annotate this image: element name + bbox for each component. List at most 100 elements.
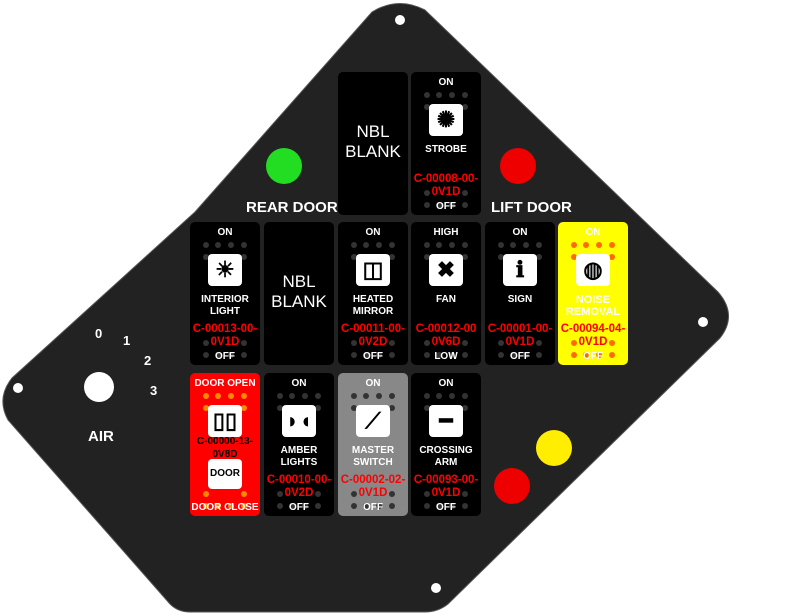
- top-label: ON: [365, 227, 381, 238]
- led-dot: [363, 352, 369, 358]
- crossing-arm-icon: ━: [429, 405, 463, 437]
- air-knob: [84, 372, 114, 402]
- led-dot: [289, 503, 295, 509]
- led-dot: [203, 393, 209, 399]
- led-dot: [536, 340, 542, 346]
- led-dot: [315, 503, 321, 509]
- top-label: ON: [585, 227, 601, 238]
- led-dot: [449, 393, 455, 399]
- led-dot: [241, 503, 247, 509]
- led-dot: [424, 190, 430, 196]
- led-dot: [351, 254, 357, 260]
- switch-nbl-blank-mid[interactable]: NBL BLANK: [264, 222, 334, 365]
- rear-door-indicator-green: [266, 148, 302, 184]
- led-dot: [462, 503, 468, 509]
- part-code: C-00011-00-0V2D: [341, 323, 405, 348]
- led-dot: [203, 491, 209, 497]
- led-dot: [571, 352, 577, 358]
- led-dot: [449, 92, 455, 98]
- led-dot: [571, 242, 577, 248]
- led-dot: [241, 393, 247, 399]
- part-code: C-00093-00-0V1D: [413, 474, 479, 499]
- led-dot: [510, 352, 516, 358]
- led-dot: [203, 503, 209, 509]
- led-dot: [462, 242, 468, 248]
- mounting-hole: [431, 583, 441, 593]
- led-dot: [523, 242, 529, 248]
- red-indicator: [494, 468, 530, 504]
- led-dot: [462, 352, 468, 358]
- led-dot: [228, 503, 234, 509]
- led-dot: [389, 491, 395, 497]
- led-dot: [449, 503, 455, 509]
- bottom-label: OFF: [436, 502, 456, 513]
- led-dot: [523, 352, 529, 358]
- top-label: ON: [291, 378, 307, 389]
- led-dot: [203, 352, 209, 358]
- mounting-hole: [13, 383, 23, 393]
- led-dot: [277, 503, 283, 509]
- led-dot: [351, 393, 357, 399]
- top-label: HIGH: [433, 227, 459, 238]
- door-icon: ▯▯: [208, 405, 242, 437]
- led-dot: [424, 352, 430, 358]
- knob-position-1: 1: [123, 333, 131, 348]
- led-dot: [351, 352, 357, 358]
- top-label: DOOR OPEN: [194, 378, 256, 389]
- knob-position-2: 2: [144, 353, 152, 368]
- led-dot: [351, 503, 357, 509]
- led-dot: [510, 242, 516, 248]
- led-dot: [498, 352, 504, 358]
- led-dot: [376, 503, 382, 509]
- knob-position-3: 3: [150, 383, 158, 398]
- switch-label: AMBER LIGHTS: [280, 445, 318, 468]
- led-dot: [498, 254, 504, 260]
- led-dot: [609, 254, 615, 260]
- led-dot: [449, 352, 455, 358]
- led-dot: [315, 491, 321, 497]
- bottom-label: LOW: [434, 351, 458, 362]
- led-dot: [302, 393, 308, 399]
- led-dot: [609, 242, 615, 248]
- led-dot: [389, 254, 395, 260]
- rear-door-label: REAR DOOR: [246, 199, 338, 216]
- top-label: ON: [438, 378, 454, 389]
- info-icon: ℹ: [503, 254, 537, 286]
- part-code: C-00002-02-0V1D: [340, 474, 406, 499]
- led-dot: [228, 242, 234, 248]
- dome-light-icon: ☀: [208, 254, 242, 286]
- led-dot: [351, 405, 357, 411]
- led-dot: [462, 202, 468, 208]
- led-dot: [462, 340, 468, 346]
- led-dot: [436, 242, 442, 248]
- led-dot: [277, 491, 283, 497]
- mounting-hole: [698, 317, 708, 327]
- led-dot: [203, 254, 209, 260]
- switch-nbl-blank-top[interactable]: NBL BLANK: [338, 72, 408, 215]
- strobe-icon: ✺: [429, 104, 463, 136]
- led-dot: [449, 202, 455, 208]
- led-dot: [536, 254, 542, 260]
- switch-label: INTERIOR LIGHT: [201, 294, 249, 317]
- led-dot: [215, 503, 221, 509]
- led-dot: [277, 405, 283, 411]
- part-code: C-00008-00-0V1D: [413, 173, 479, 198]
- led-dot: [596, 242, 602, 248]
- knob-position-0: 0: [95, 326, 103, 341]
- led-dot: [596, 352, 602, 358]
- top-label: ON: [512, 227, 528, 238]
- yellow-indicator: [536, 430, 572, 466]
- led-dot: [498, 242, 504, 248]
- led-dot: [609, 340, 615, 346]
- led-dot: [351, 340, 357, 346]
